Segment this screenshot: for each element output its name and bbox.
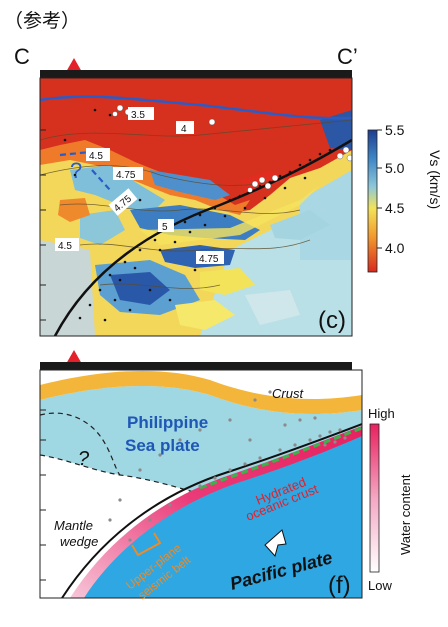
contour-label: 4 [181,124,187,135]
sea-plate-label: Sea plate [125,436,200,455]
unknown-mark-c: ? [70,158,82,183]
colorbar-title: Vs (km/s) [427,150,443,209]
panel-c-markers [40,58,352,78]
water-high-label: High [368,406,395,421]
panel-f-label: (f) [328,572,351,599]
contour-label: 4.75 [199,254,219,265]
crust-label: Crust [272,386,304,401]
contour-label: 3.5 [131,110,145,121]
subduction-arrow [264,529,287,558]
colorbar-tick: 4.5 [385,200,405,216]
contour-label: 4.5 [89,151,103,162]
unknown-mark-f: ? [78,448,90,470]
contour-label: 4.5 [58,241,72,252]
colorbar-tick: 4.0 [385,240,405,256]
panel-c-label: (c) [318,307,346,334]
wedge-label: wedge [60,534,98,549]
panel-c-ticks [40,129,46,321]
mantle-label: Mantle [54,518,93,533]
tomography-panel: 3.5 4 4.5 4.75 4.75 4.5 5 4.75 ? [40,78,352,336]
water-bar-title: Water content [398,474,413,555]
reference-header: （参考） [4,10,81,32]
water-low-label: Low [368,578,392,593]
colorbar-tick: 5.5 [385,122,405,138]
water-content-bar: High Low Water content [368,406,413,593]
profile-start-label: C [14,44,30,69]
profile-end-label: C’ [337,44,358,69]
schematic-panel [40,370,362,598]
vs-colorbar: 5.5 5.0 4.5 4.0 Vs (km/s) [367,122,443,273]
panel-f-markers [40,350,352,370]
top-bar-c [40,70,352,78]
volcano-marker-f [66,350,82,364]
panel-f-ticks [40,409,46,581]
contour-label: 4.75 [116,170,136,181]
contour-label: 5 [162,222,168,233]
top-bar-f [40,362,352,370]
volcano-marker-c [66,58,82,72]
philippine-label: Philippine [127,413,208,432]
colorbar-tick: 5.0 [385,160,405,176]
